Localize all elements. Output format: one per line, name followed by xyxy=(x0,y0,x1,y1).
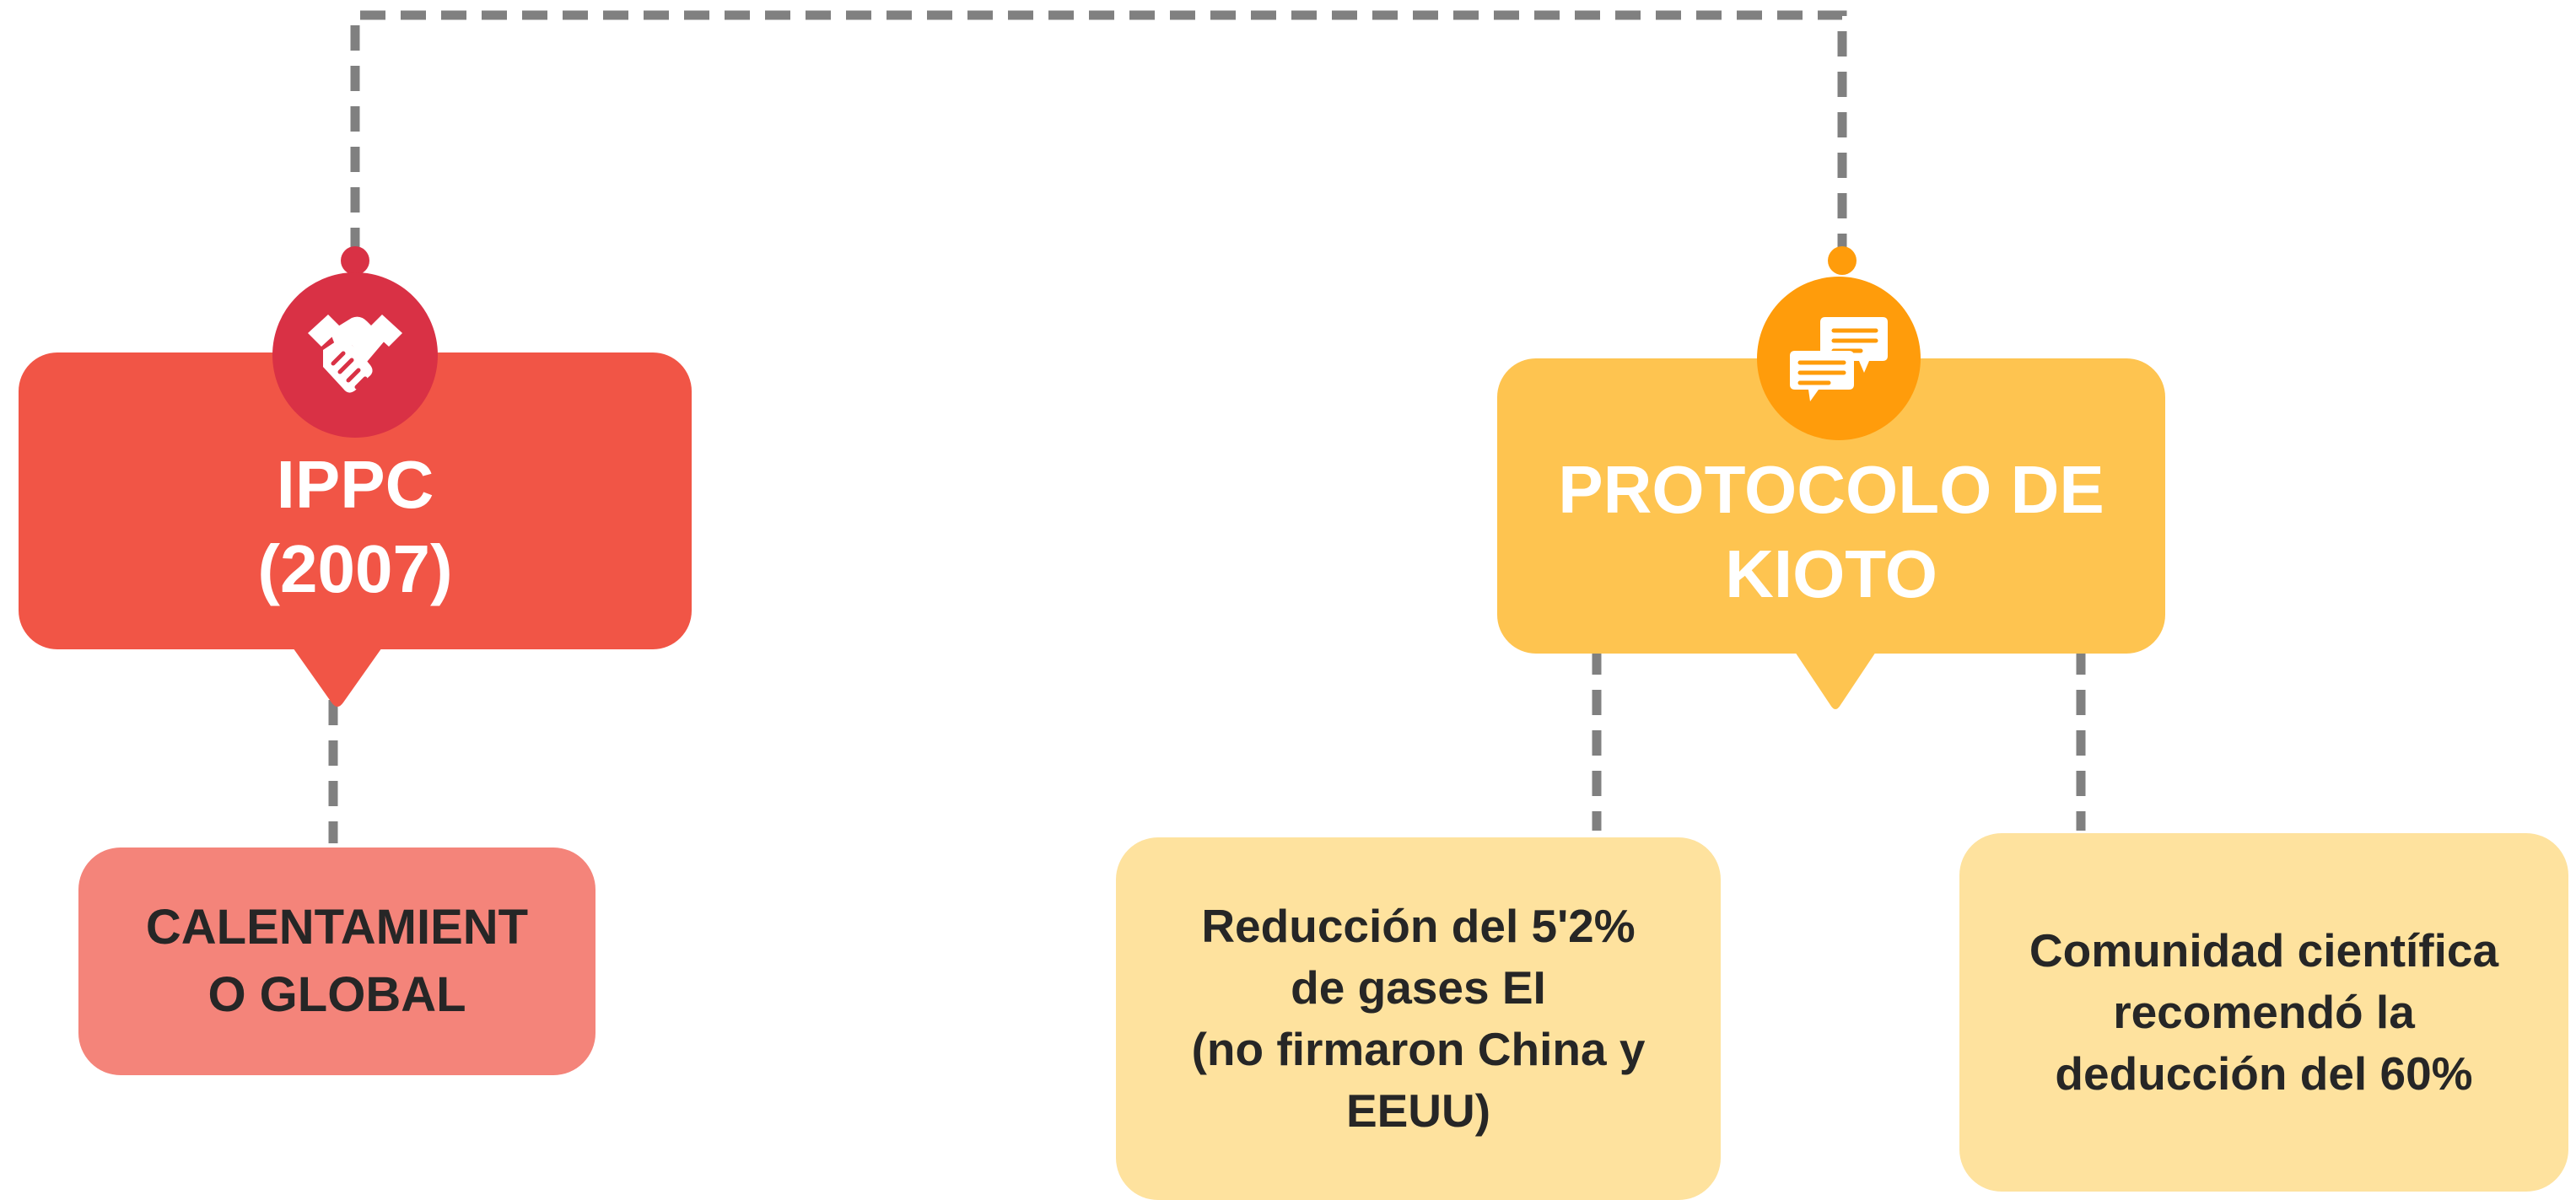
comunidad-label: Comunidad científica recomendó la deducc… xyxy=(2029,924,2499,1100)
calentamiento-label: CALENTAMIENT O GLOBAL xyxy=(145,900,529,1022)
ippc-pointer xyxy=(291,645,384,707)
handshake-icon xyxy=(308,315,402,393)
ippc-connector-dot xyxy=(341,246,369,275)
kioto-icon-circle xyxy=(1757,277,1921,440)
ippc-box: IPPC (2007) xyxy=(19,352,692,649)
reduccion-label: Reducción del 5'2% de gases EI (no firma… xyxy=(1191,900,1646,1137)
top-connector xyxy=(350,10,1847,253)
kioto-connector-dot xyxy=(1828,246,1857,275)
kioto-label: PROTOCOLO DE KIOTO xyxy=(1558,452,2104,611)
chat-bubbles-icon xyxy=(1790,317,1888,401)
kioto-pointer xyxy=(1793,649,1878,709)
ippc-label: IPPC (2007) xyxy=(257,447,453,606)
reduccion-box: Reducción del 5'2% de gases EI (no firma… xyxy=(1116,837,1721,1200)
comunidad-box: Comunidad científica recomendó la deducc… xyxy=(1959,833,2568,1192)
ippc-icon-circle xyxy=(272,272,438,438)
calentamiento-box: CALENTAMIENT O GLOBAL xyxy=(78,848,595,1075)
